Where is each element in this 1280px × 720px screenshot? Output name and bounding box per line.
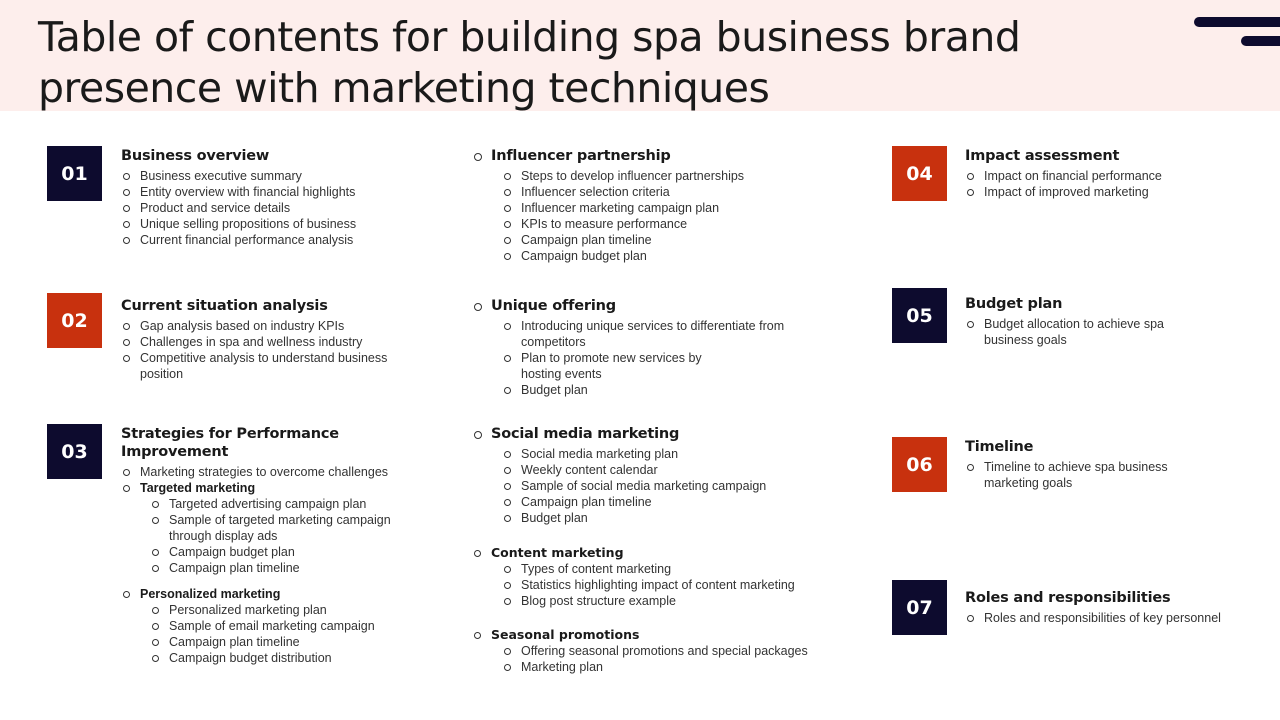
toc-section-timeline[interactable]: Timeline Timeline to achieve spa busines… <box>965 438 1185 491</box>
list-item: Timeline to achieve spa business marketi… <box>965 459 1185 491</box>
decorative-bar <box>1194 17 1280 27</box>
list-item: Budget allocation to achieve spa busines… <box>965 316 1195 348</box>
list-item: Unique selling propositions of business <box>121 216 441 232</box>
list-item: Impact of improved marketing <box>965 184 1255 200</box>
list-item: Challenges in spa and wellness industry <box>121 334 391 350</box>
toc-section-current-situation[interactable]: Current situation analysis Gap analysis … <box>121 297 391 382</box>
list-item: KPIs to measure performance <box>502 216 833 232</box>
toc-section-influencer[interactable]: Influencer partnership Steps to develop … <box>473 147 833 264</box>
list-item: Weekly content calendar <box>502 462 853 478</box>
section-title: Strategies for Performance Improvement <box>121 426 339 460</box>
list-item: Plan to promote new services by hosting … <box>502 350 717 382</box>
list-item: Marketing plan <box>502 659 853 675</box>
list-item: Types of content marketing <box>502 561 853 577</box>
list-item: Introducing unique services to different… <box>502 318 802 350</box>
list-item: Entity overview with financial highlight… <box>121 184 441 200</box>
list-item: Budget plan <box>502 382 802 398</box>
toc-section-business-overview[interactable]: Business overview Business executive sum… <box>121 147 441 248</box>
section-number-badge: 01 <box>47 146 102 201</box>
list-item: Campaign plan timeline <box>502 494 853 510</box>
section-title: Social media marketing <box>473 425 853 443</box>
section-number-badge: 03 <box>47 424 102 479</box>
list-subheading: Seasonal promotions <box>473 627 853 643</box>
list-item: Business executive summary <box>121 168 441 184</box>
list-item: Sample of social media marketing campaig… <box>502 478 853 494</box>
section-title: Roles and responsibilities <box>965 590 1171 606</box>
list-item: Budget plan <box>502 510 853 526</box>
toc-section-unique-offering[interactable]: Unique offering Introducing unique servi… <box>473 297 803 398</box>
header-band <box>0 0 1280 111</box>
list-item: Impact on financial performance <box>965 168 1255 184</box>
list-item: Sample of email marketing campaign <box>150 618 431 634</box>
toc-section-budget-plan[interactable]: Budget plan Budget allocation to achieve… <box>965 295 1195 348</box>
toc-section-strategies[interactable]: Strategies for Performance Improvement M… <box>121 425 431 666</box>
list-item: Sample of targeted marketing campaign th… <box>150 512 431 544</box>
toc-section-impact-assessment[interactable]: Impact assessment Impact on financial pe… <box>965 147 1255 200</box>
section-title: Budget plan <box>965 296 1063 312</box>
list-item: Influencer selection criteria <box>502 184 833 200</box>
list-item: Product and service details <box>121 200 441 216</box>
list-item: Steps to develop influencer partnerships <box>502 168 833 184</box>
list-item: Social media marketing plan <box>502 446 853 462</box>
list-item: Offering seasonal promotions and special… <box>502 643 853 659</box>
section-number-badge: 05 <box>892 288 947 343</box>
list-item: Campaign plan timeline <box>150 560 431 576</box>
section-title: Impact assessment <box>965 148 1120 164</box>
section-number-badge: 07 <box>892 580 947 635</box>
list-subheading: Targeted marketing <box>121 480 431 496</box>
section-number-badge: 02 <box>47 293 102 348</box>
list-item: Campaign budget plan <box>502 248 833 264</box>
list-item: Campaign plan timeline <box>150 634 431 650</box>
section-title: Timeline <box>965 439 1034 455</box>
list-subheading: Personalized marketing <box>121 586 431 602</box>
section-title: Current situation analysis <box>121 298 328 314</box>
section-title: Business overview <box>121 148 270 164</box>
list-item: Current financial performance analysis <box>121 232 441 248</box>
section-title: Unique offering <box>473 297 803 315</box>
list-item: Roles and responsibilities of key person… <box>965 610 1265 626</box>
decorative-bar <box>1241 36 1280 46</box>
list-item: Campaign plan timeline <box>502 232 833 248</box>
list-item: Marketing strategies to overcome challen… <box>121 464 431 480</box>
list-item: Campaign budget distribution <box>150 650 431 666</box>
list-item: Competitive analysis to understand busin… <box>121 350 391 382</box>
list-item: Gap analysis based on industry KPIs <box>121 318 391 334</box>
list-item: Targeted advertising campaign plan <box>150 496 431 512</box>
list-item: Campaign budget plan <box>150 544 431 560</box>
list-item: Personalized marketing plan <box>150 602 431 618</box>
list-item: Influencer marketing campaign plan <box>502 200 833 216</box>
toc-section-roles[interactable]: Roles and responsibilities Roles and res… <box>965 589 1265 626</box>
toc-section-social-media[interactable]: Social media marketing Social media mark… <box>473 425 853 675</box>
section-number-badge: 06 <box>892 437 947 492</box>
section-number-badge: 04 <box>892 146 947 201</box>
list-subheading: Content marketing <box>473 545 853 561</box>
list-item: Statistics highlighting impact of conten… <box>502 577 853 593</box>
section-title: Influencer partnership <box>473 147 833 165</box>
page-title: Table of contents for building spa busin… <box>38 13 1021 112</box>
list-item: Blog post structure example <box>502 593 853 609</box>
